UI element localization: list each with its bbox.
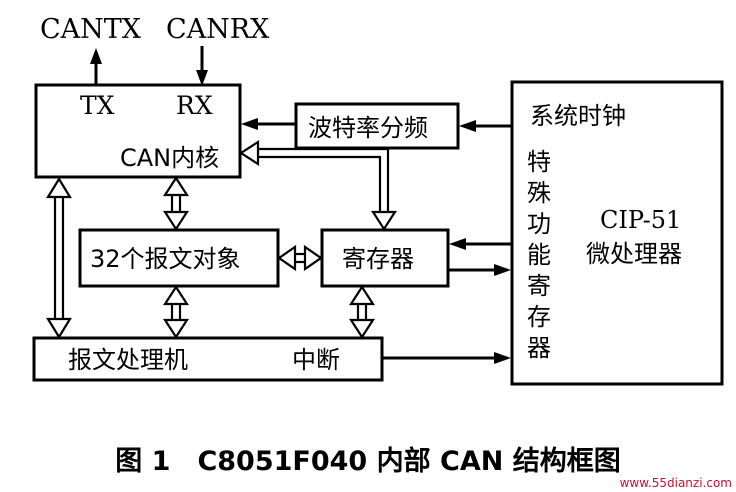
system-clock-label: 系统时钟 bbox=[530, 102, 626, 130]
cpu-box bbox=[510, 80, 724, 386]
baud-divider-label: 波特率分频 bbox=[308, 114, 428, 142]
arrow-core-handler bbox=[46, 176, 72, 340]
cpu-desc-label: 微处理器 bbox=[586, 240, 682, 268]
arrow-baud-to-core bbox=[241, 118, 296, 130]
sfr-char: 功 bbox=[527, 210, 551, 238]
sfr-char: 寄 bbox=[527, 272, 551, 300]
arrow-objects-registers bbox=[277, 244, 323, 272]
figure-caption: 图 1 C8051F040 内部 CAN 结构框图 bbox=[115, 445, 620, 477]
message-objects-box bbox=[78, 228, 280, 288]
sfr-char: 器 bbox=[527, 334, 551, 362]
message-handler-box bbox=[32, 336, 384, 382]
interrupt-label: 中断 bbox=[292, 346, 340, 374]
sfr-char: 能 bbox=[527, 241, 551, 269]
arrow-cpu-to-registers bbox=[449, 238, 512, 250]
arrow-rx-in bbox=[196, 46, 208, 86]
can-core-box bbox=[34, 83, 242, 179]
registers-label: 寄存器 bbox=[342, 245, 414, 273]
cantx-label: CANTX bbox=[40, 14, 142, 45]
cpu-name-label: CIP-51 bbox=[600, 206, 681, 234]
arrow-registers-to-cpu bbox=[448, 264, 511, 276]
sfr-char: 存 bbox=[527, 303, 551, 331]
registers-box bbox=[320, 228, 450, 288]
arrow-interrupt-to-cpu bbox=[382, 352, 511, 364]
rx-label: RX bbox=[176, 91, 213, 120]
sfr-char: 殊 bbox=[527, 179, 551, 207]
arrow-registers-handler bbox=[348, 284, 376, 340]
message-handler-label: 报文处理机 bbox=[68, 346, 188, 374]
arrow-tx-out bbox=[90, 48, 102, 86]
arrow-core-objects bbox=[162, 175, 190, 232]
sfr-char: 特 bbox=[527, 148, 551, 176]
arrow-clock-to-baud bbox=[459, 120, 512, 132]
can-core-label: CAN内核 bbox=[120, 144, 219, 172]
watermark: www.55dianzi.com bbox=[620, 476, 732, 490]
message-objects-label: 32个报文对象 bbox=[90, 245, 241, 273]
arrow-core-registers bbox=[238, 139, 398, 232]
canrx-label: CANRX bbox=[166, 14, 270, 45]
tx-label: TX bbox=[80, 91, 115, 120]
arrow-objects-handler bbox=[162, 284, 190, 340]
